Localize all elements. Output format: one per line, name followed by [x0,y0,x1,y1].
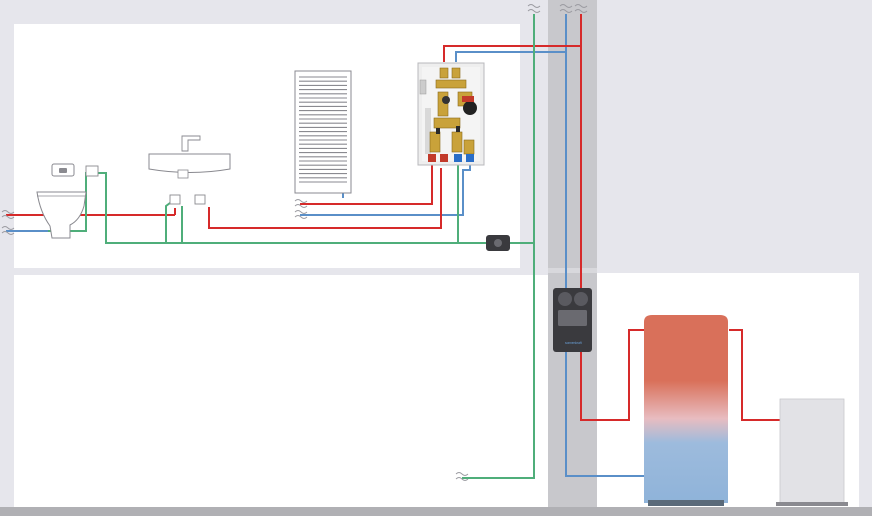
washbasin-icon [148,135,231,205]
lower-room [14,275,548,507]
control-unit-icon: sonnenkraft [553,288,592,352]
pipe-break-marks [1,4,588,481]
floor-slab-upper [548,268,597,273]
pump-icon [486,235,510,251]
towel-radiator-icon [294,70,352,194]
boiler-icon [776,398,848,506]
floor [0,507,872,516]
toilet-icon [36,163,87,239]
storage-tank-icon [644,315,728,506]
hot-water-pipes [6,14,780,421]
wall-shaft [548,0,597,507]
valve-manifold-icon [417,62,485,166]
cold-water-pipes [6,14,644,477]
control-unit-brand: sonnenkraft [565,341,582,345]
flush-plate-icon [85,165,99,177]
